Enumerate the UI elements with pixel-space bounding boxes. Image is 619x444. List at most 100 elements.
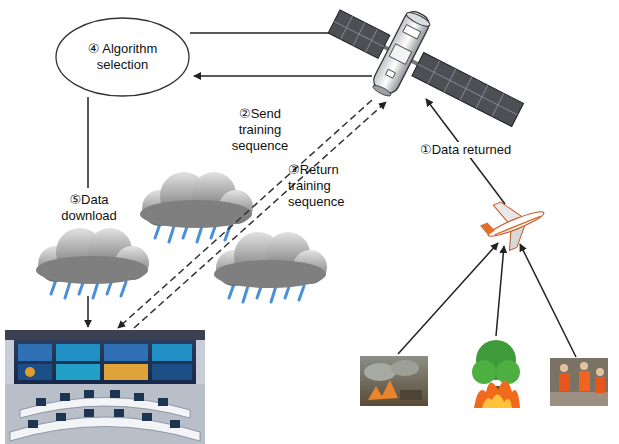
rescue-photo <box>560 364 568 372</box>
uplink-arrow <box>190 32 350 34</box>
forest-fire-photo <box>474 380 520 408</box>
rescue-photo <box>579 371 590 391</box>
control-room-photo <box>5 330 205 444</box>
battlefield-photo <box>368 380 398 400</box>
rain-cloud <box>214 260 326 288</box>
satellite-icon <box>315 0 539 153</box>
control-room-photo <box>36 398 46 406</box>
solar-panel <box>412 52 524 126</box>
rescue-photo <box>550 358 608 406</box>
control-room-photo <box>56 344 100 361</box>
control-room-photo <box>60 393 70 401</box>
rain-cloud <box>121 282 126 296</box>
control-room-photo <box>152 364 192 380</box>
control-room-photo <box>28 390 180 428</box>
airplane-icon <box>494 216 540 235</box>
control-room-photo <box>18 364 52 380</box>
control-room-photo <box>104 344 148 361</box>
rain-cloud <box>197 226 202 242</box>
rescue-photo <box>550 358 608 406</box>
uplink-arrow <box>190 33 350 34</box>
airplane-icon <box>480 221 496 237</box>
rain-cloud <box>169 226 174 242</box>
send-training-arrow <box>118 100 372 328</box>
return-training-arrow <box>134 102 386 328</box>
rain-cloud <box>214 232 327 302</box>
control-room-photo <box>114 409 124 417</box>
rain-cloud <box>229 284 234 298</box>
forest-fire-photo <box>496 360 520 384</box>
forest-fire-photo <box>472 340 520 408</box>
control-room-photo <box>18 344 52 361</box>
control-room-photo <box>5 330 205 340</box>
rain-cloud <box>93 282 98 298</box>
satellite-icon <box>386 69 396 78</box>
control-room-photo <box>152 344 192 361</box>
control-room-photo <box>5 330 205 444</box>
sensing-arrow <box>496 246 504 336</box>
forest-fire-photo <box>482 394 512 408</box>
control-room-photo <box>14 340 196 384</box>
control-room-photo <box>158 398 168 406</box>
control-room-photo <box>5 384 205 444</box>
return-training-arrow <box>134 102 386 328</box>
rain-cloud <box>36 228 149 298</box>
control-room-photo <box>84 409 94 417</box>
rescue-photo <box>580 362 588 370</box>
control-room-photo <box>56 364 100 380</box>
airplane-icon <box>475 189 552 257</box>
solar-panel <box>412 52 524 126</box>
step-label: ①Data returned <box>418 142 513 158</box>
rain-cloud <box>51 280 56 294</box>
sensing-arrow <box>520 244 576 357</box>
solar-panel <box>334 21 384 46</box>
control-room-photo <box>170 420 180 428</box>
battlefield-photo <box>364 363 396 381</box>
rain-cloud <box>299 286 304 300</box>
downlink-arrow <box>194 75 372 77</box>
control-room-photo <box>134 393 144 401</box>
satellite-icon <box>389 44 411 65</box>
control-room-photo <box>84 390 94 398</box>
step-label: ⑤Data download <box>50 192 128 224</box>
control-room-photo <box>10 417 200 441</box>
control-room-photo <box>142 413 152 421</box>
step-label: ③Return training sequence <box>288 162 362 210</box>
control-room-photo <box>28 420 38 428</box>
decision-ellipse: ④ Algorithm selection <box>55 17 190 97</box>
rain-cloud <box>271 286 276 302</box>
battlefield-photo <box>360 356 428 406</box>
forest-fire-photo <box>472 360 496 384</box>
sensing-arrow <box>398 243 576 357</box>
control-room-photo <box>20 398 190 419</box>
satellite-icon <box>372 83 393 97</box>
solar-panel <box>328 10 390 59</box>
satellite-icon <box>403 25 421 39</box>
solar-panel <box>328 10 390 59</box>
send-training-arrow <box>118 100 372 328</box>
rain-cloud <box>36 256 148 284</box>
rescue-photo <box>595 377 605 393</box>
rain-cloud <box>140 172 253 242</box>
battlefield-photo <box>391 360 419 376</box>
rain-cloud <box>140 200 252 228</box>
rain-cloud <box>65 282 70 298</box>
satellite-icon <box>370 8 432 96</box>
rescue-photo <box>596 368 604 376</box>
download-line <box>87 296 89 327</box>
rescue-photo <box>550 392 608 406</box>
ellipse-outline <box>56 18 189 96</box>
step-label: ②Send training sequence <box>226 106 294 154</box>
rain-cloud <box>243 286 248 302</box>
airplane-icon <box>486 208 545 240</box>
rain-cloud <box>155 224 160 238</box>
control-room-photo <box>25 367 35 377</box>
node-label: ④ Algorithm selection <box>88 41 158 73</box>
battlefield-photo <box>400 390 422 400</box>
downlink-arrow <box>194 76 372 77</box>
download-line <box>87 97 89 188</box>
battlefield-photo <box>360 356 428 406</box>
sensing-arrow <box>398 243 498 354</box>
